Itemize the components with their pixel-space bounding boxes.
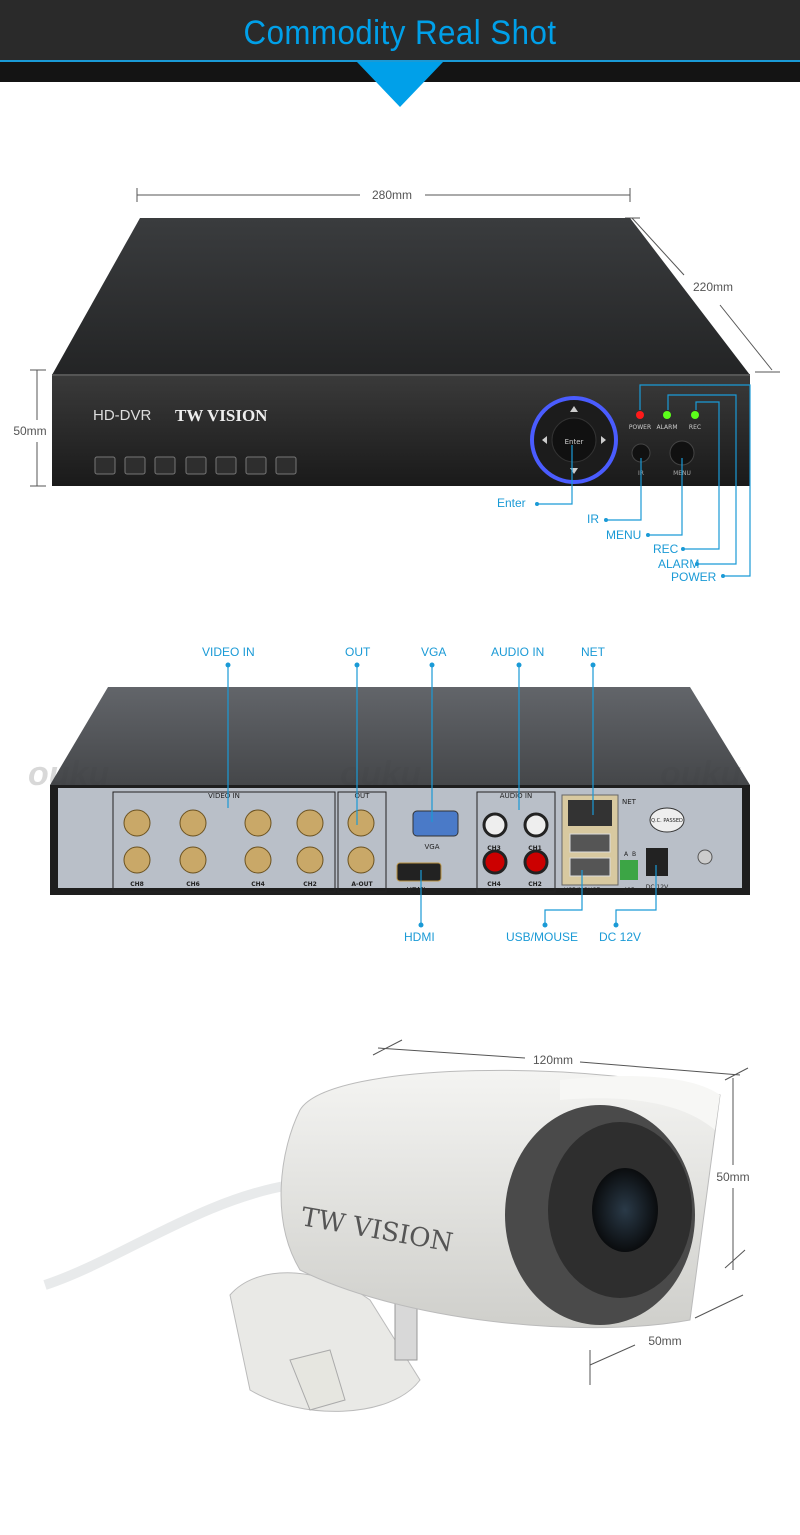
out-text: OUT [355, 792, 371, 800]
video-in-text: VIDEO IN [208, 792, 240, 800]
callout-rec: REC [653, 542, 679, 556]
rs485-text: 485 [623, 887, 635, 894]
callout-enter: Enter [497, 496, 526, 510]
front-callout-lines [537, 384, 751, 577]
callout-alarm: ALARM [658, 557, 700, 571]
rec-led-text: REC [689, 424, 701, 431]
alarm-led [663, 411, 671, 419]
callout-vga: VGA [421, 645, 447, 659]
dc-power-jack [646, 848, 668, 876]
camera-dimension-lines [372, 1039, 749, 1385]
hdmi-port [396, 862, 442, 882]
brand-logo: TW VISION [175, 406, 268, 425]
channel-label: CH2 [303, 881, 317, 888]
page-title: Commodity Real Shot [243, 14, 557, 52]
usb-port [569, 857, 611, 877]
rear-callout-dots [225, 662, 619, 928]
callout-usb-mouse: USB/MOUSE [506, 930, 579, 944]
ground-screw [697, 849, 713, 865]
callout-audio-in: AUDIO IN [491, 645, 545, 659]
ethernet-port [568, 800, 612, 826]
front-function-buttons [94, 456, 297, 475]
navigation-dial [530, 396, 618, 484]
rec-led [691, 411, 699, 419]
callout-hdmi: HDMI [404, 930, 435, 944]
rear-port-groups [112, 791, 556, 893]
bnc-video-connectors [123, 809, 375, 874]
a-text: A [624, 851, 629, 858]
header-divider [0, 60, 800, 62]
alarm-led-text: ALARM [656, 424, 677, 431]
net-text: NET [622, 798, 637, 806]
a-out-label: A-OUT [351, 881, 373, 888]
audio-channel-label: CH1 [528, 845, 542, 852]
channel-label: CH8 [130, 881, 144, 888]
vga-text: VGA [424, 843, 439, 851]
callout-net: NET [581, 645, 605, 659]
dc-text: DC 12V [646, 884, 669, 891]
callout-out: OUT [345, 645, 371, 659]
callout-menu: MENU [606, 528, 642, 542]
callout-dc-12v: DC 12V [599, 930, 642, 944]
vga-port [412, 810, 459, 837]
dvr-front-dimension-lines [30, 188, 780, 487]
qc-sticker [649, 807, 685, 833]
power-led-text: POWER [629, 424, 651, 431]
width-dimension-label: 280mm [372, 188, 412, 202]
b-text: B [632, 851, 636, 858]
rs485-terminal [620, 860, 638, 880]
audio-channel-label: CH4 [487, 881, 501, 888]
camera-width-label: 50mm [648, 1334, 681, 1348]
rear-callout-lines [227, 665, 657, 925]
hdmi-text: HDMI [407, 886, 426, 894]
rca-audio-connectors [482, 812, 549, 875]
bullet-camera [43, 1069, 721, 1412]
enter-button-text: Enter [565, 438, 584, 446]
channel-label: CH6 [186, 881, 200, 888]
camera-length-label: 120mm [533, 1053, 573, 1067]
header-pointer-triangle [357, 62, 443, 107]
qc-text: Q.C. PASSED [651, 818, 683, 824]
callout-power: POWER [671, 570, 717, 584]
callout-video-in: VIDEO IN [202, 645, 255, 659]
channel-label: CH4 [251, 881, 265, 888]
model-text: HD-DVR [93, 407, 151, 424]
height-dimension-label: 50mm [13, 424, 46, 438]
header-bar [0, 0, 800, 60]
callout-ir: IR [587, 512, 599, 526]
audio-channel-label: CH2 [528, 881, 542, 888]
depth-dimension-label: 220mm [693, 280, 733, 294]
usb-port [569, 833, 611, 853]
power-led [636, 411, 644, 419]
camera-height-label: 50mm [716, 1170, 749, 1184]
audio-in-text: AUDIO IN [500, 792, 532, 800]
front-callout-dots [535, 502, 725, 578]
audio-channel-label: CH3 [487, 845, 501, 852]
